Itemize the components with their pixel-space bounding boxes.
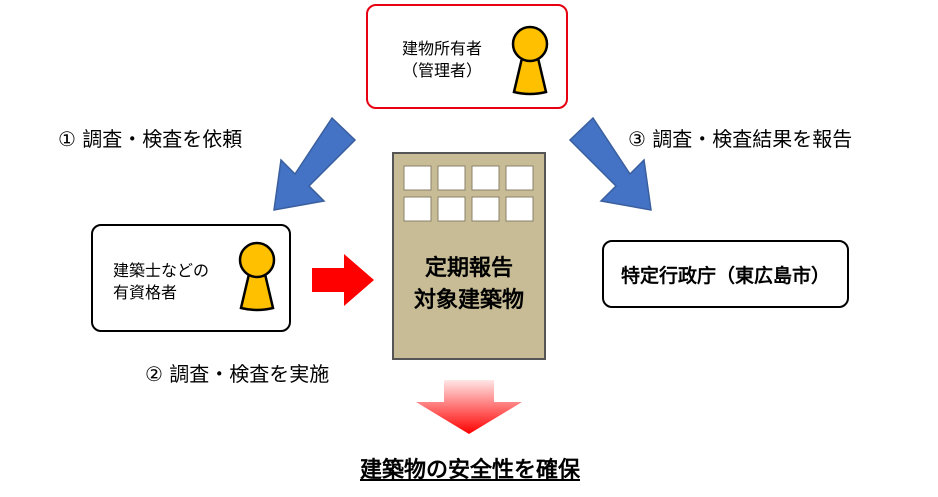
owner-label-line1: 建物所有者: [401, 39, 482, 58]
owner-label-line2: （管理者）: [401, 61, 482, 80]
architect-label-line2: 有資格者: [113, 283, 178, 302]
building-icon: [392, 152, 546, 360]
arrow-down-right-icon: [568, 116, 652, 211]
building-label-line1: 定期報告: [424, 256, 513, 281]
step-3-label: ③ 調査・検査結果を報告: [628, 127, 853, 151]
arrow-right-icon: [312, 254, 374, 306]
architect-label-line1: 建築士などの: [113, 261, 210, 280]
person-icon: [511, 25, 549, 96]
building-label: 定期報告 対象建築物: [392, 253, 546, 317]
owner-box: 建物所有者 （管理者）: [366, 4, 568, 109]
step-2-label: ② 調査・検査を実施: [145, 362, 330, 386]
building-label-line2: 対象建築物: [413, 288, 524, 313]
owner-label: 建物所有者 （管理者）: [392, 38, 492, 82]
arrow-down-icon: [416, 380, 522, 434]
person-icon: [238, 241, 276, 312]
conclusion-label: 建築物の安全性を確保: [359, 458, 580, 483]
arrow-down-left-icon: [273, 116, 357, 211]
architect-box: 建築士などの 有資格者: [91, 224, 291, 332]
architect-label: 建築士などの 有資格者: [113, 260, 233, 304]
step-1-label: ① 調査・検査を依頼: [58, 127, 243, 151]
authority-label: 特定行政庁（東広島市）: [620, 264, 830, 287]
authority-box: 特定行政庁（東広島市）: [602, 240, 849, 308]
